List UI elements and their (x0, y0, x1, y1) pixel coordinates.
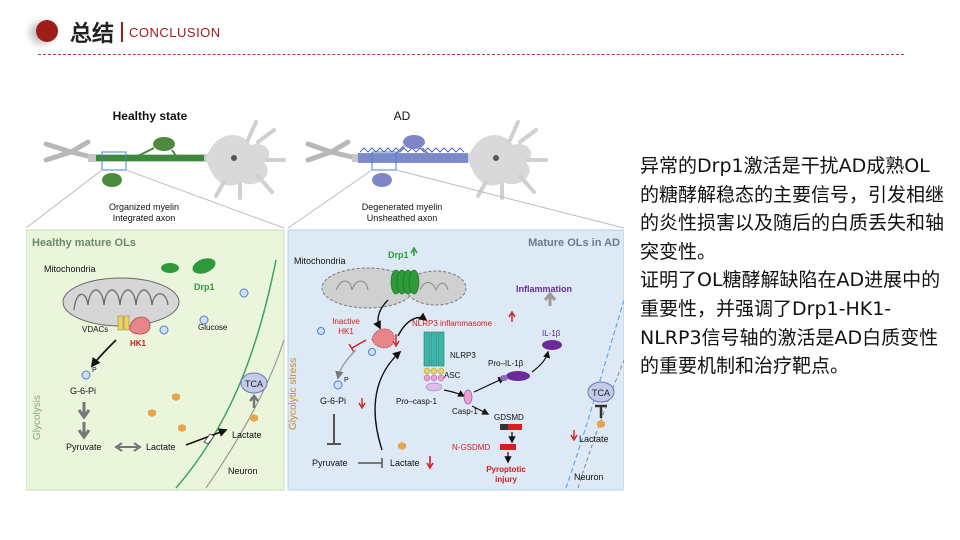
ad-caption-line1: Degenerated myelin (362, 202, 443, 212)
healthy-caption-line2: Integrated axon (113, 213, 176, 223)
healthy-drp1-label: Drp1 (194, 282, 215, 292)
slide-subtitle: CONCLUSION (129, 25, 221, 40)
ad-panel: Mature OLs in AD Mitochondria Drp1 Inact… (287, 229, 624, 491)
ad-neuron-schematic: AD Degenerated myelin Unsheathed axon (287, 109, 624, 229)
ad-lactate-neuron-label: Lactate (579, 434, 609, 444)
title-separator (121, 22, 123, 42)
healthy-state-title: Healthy state (113, 109, 188, 123)
ad-injury-label: injury (495, 475, 517, 484)
ad-pro-il1b-label: Pro–IL-1β (488, 359, 524, 368)
slide-header: 总结 CONCLUSION (0, 0, 960, 60)
healthy-pyruvate-label: Pyruvate (66, 442, 102, 452)
ad-tca-label: TCA (592, 388, 610, 398)
ad-lactate-label: Lactate (390, 458, 420, 468)
healthy-tca-label: TCA (245, 379, 263, 389)
header-dashed-rule (38, 54, 904, 55)
healthy-lactate-neuron-label: Lactate (232, 430, 262, 440)
healthy-glucose-label: Glucose (198, 323, 228, 332)
ad-caption-line2: Unsheathed axon (367, 213, 438, 223)
summary-text: 异常的Drp1激活是干扰AD成熟OL的糖酵解稳态的主要信号，引发相继的炎性损害以… (640, 152, 946, 381)
summary-paragraph-2: 证明了OL糖酵解缺陷在AD进展中的重要性，并强调了Drp1-HK1-NLRP3信… (640, 269, 941, 378)
healthy-p-label: P (92, 367, 97, 374)
ad-pyruvate-label: Pyruvate (312, 458, 348, 468)
ad-mitochondria-label: Mitochondria (294, 256, 346, 266)
ad-p-label: P (344, 377, 349, 384)
healthy-panel-title: Healthy mature OLs (32, 237, 136, 249)
ad-state-title: AD (394, 109, 411, 123)
slide-title: 总结 (70, 22, 115, 47)
healthy-vdacs-label: VDACs (82, 325, 108, 334)
ad-n-gsdmd-label: N-GSDMD (452, 443, 490, 452)
ad-pyroptotic-label: Pyroptotic (486, 465, 526, 474)
ad-casp1-label: Casp-1 (452, 407, 478, 416)
healthy-neuron-schematic: Healthy state Organized myelin Integrate… (26, 109, 286, 229)
ad-hk1-label: HK1 (338, 327, 354, 336)
healthy-caption-line1: Organized myelin (109, 202, 179, 212)
healthy-panel: Healthy mature OLs Mitochondria Drp1 VDA… (26, 229, 285, 491)
ad-pro-casp1-label: Pro–casp-1 (396, 397, 437, 406)
ad-g6p-label: G-6-Pi (320, 396, 346, 406)
ad-asc-label: ASC (444, 371, 461, 380)
healthy-neuron-label: Neuron (228, 466, 258, 476)
healthy-glycolysis-label: Glycolysis (32, 395, 43, 440)
healthy-g6p-label: G-6-Pi (70, 386, 96, 396)
mechanism-figure: Healthy state Organized myelin Integrate… (26, 109, 624, 491)
ad-inflammation-label: Inflammation (516, 284, 572, 294)
ad-nlrp3-label: NLRP3 (450, 351, 476, 360)
healthy-lactate-label: Lactate (146, 442, 176, 452)
summary-paragraph-1: 异常的Drp1激活是干扰AD成熟OL的糖酵解稳态的主要信号，引发相继的炎性损害以… (640, 155, 945, 263)
ad-glycolytic-stress-label: Glycolytic stress (288, 358, 299, 430)
ad-neuron-label: Neuron (574, 472, 604, 482)
ad-il1b-label: IL-1β (542, 329, 561, 338)
ad-panel-title: Mature OLs in AD (528, 237, 620, 249)
healthy-hk1-label: HK1 (130, 339, 147, 348)
header-bullet-dot (36, 20, 58, 42)
drp1-rings (390, 269, 420, 295)
nlrp3-complex (423, 331, 445, 392)
healthy-mitochondria-label: Mitochondria (44, 264, 96, 274)
ad-inactive-label: Inactive (332, 317, 360, 326)
ad-drp1-label: Drp1 (388, 250, 409, 260)
ad-gdsmd-label: GDSMD (494, 413, 524, 422)
ad-nlrp3-inflammasome-label: NLRP3 inflammasome (412, 319, 493, 328)
